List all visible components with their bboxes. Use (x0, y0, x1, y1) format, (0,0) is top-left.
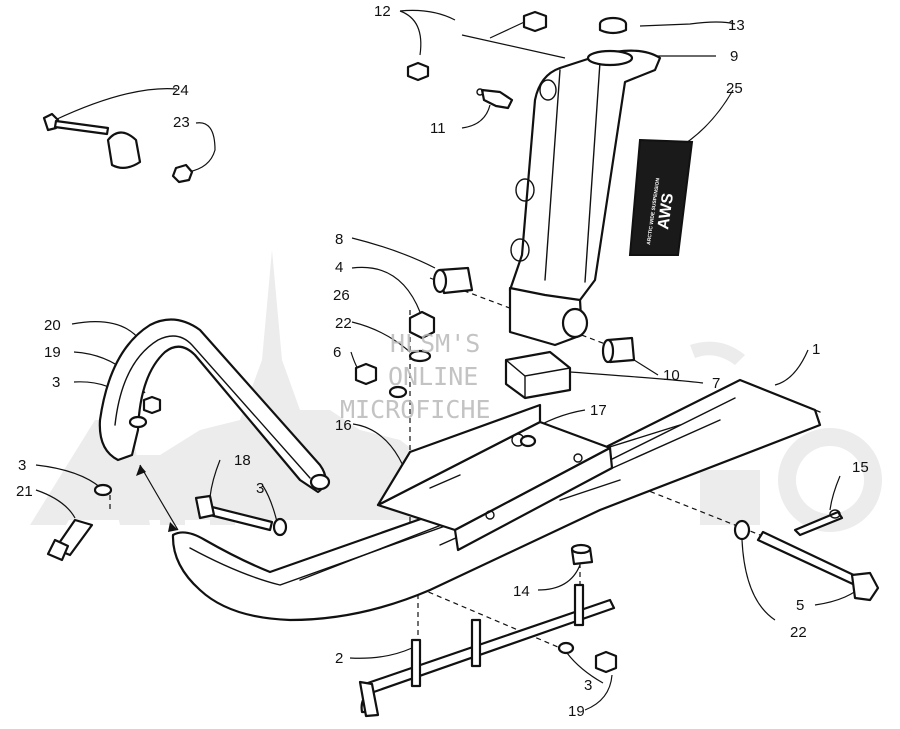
callout-22-left: 22 (335, 315, 352, 332)
bumper-14 (570, 543, 594, 566)
callout-21: 21 (16, 483, 33, 500)
callout-10: 10 (663, 367, 680, 384)
callout-24: 24 (172, 82, 189, 99)
callout-7: 7 (712, 375, 720, 392)
callout-18: 18 (234, 452, 251, 469)
callout-3-bottom: 3 (584, 677, 592, 694)
callout-19-upper-left: 19 (44, 344, 61, 361)
wear-bar-fasteners (557, 641, 618, 674)
callout-3-mid: 3 (256, 480, 264, 497)
direction-arrows (136, 464, 179, 532)
bolt-5 (756, 530, 880, 602)
callout-5: 5 (796, 597, 804, 614)
bushing-10 (601, 336, 636, 364)
callout-6: 6 (333, 344, 341, 361)
bolt-21 (46, 483, 113, 562)
callout-19-bottom: 19 (568, 703, 585, 720)
watermark-line3: MICROFICHE (340, 395, 491, 424)
washer-22 (733, 519, 751, 541)
callout-20: 20 (44, 317, 61, 334)
leader-lines (35, 9, 866, 711)
nut-12 (406, 10, 548, 82)
watermark-skyline (40, 250, 560, 520)
ski-handle (98, 318, 331, 494)
ski-saddle (376, 403, 614, 552)
callout-8: 8 (335, 231, 343, 248)
callout-23: 23 (173, 114, 190, 131)
loop-strap-assembly (42, 112, 194, 184)
decal-text: AWS (655, 192, 677, 231)
damper-block (504, 350, 572, 400)
grease-fitting (476, 88, 514, 110)
watermark-text-group: HLSM'S ONLINE MICROFICHE (340, 329, 491, 424)
callout-9: 9 (730, 48, 738, 65)
bolt-18 (194, 494, 288, 537)
callout-17: 17 (590, 402, 607, 419)
handle-fasteners (128, 395, 162, 429)
bushing-8 (432, 266, 474, 295)
watermark-line1: HLSM'S (390, 329, 480, 358)
callout-13: 13 (728, 17, 745, 34)
callout-26: 26 (333, 287, 350, 304)
callout-3-lower-left: 3 (18, 457, 26, 474)
callout-3-upper-left: 3 (52, 374, 60, 391)
callout-16: 16 (335, 417, 352, 434)
callout-labels: 1 2 3 3 3 3 4 5 6 7 8 9 10 11 12 13 14 1… (16, 3, 869, 720)
watermark-line2: ONLINE (388, 362, 478, 391)
callout-1: 1 (812, 341, 820, 358)
callout-4: 4 (335, 259, 343, 276)
wear-bar (358, 583, 616, 718)
plug (598, 16, 628, 35)
callout-25: 25 (726, 80, 743, 97)
washer-17 (519, 434, 537, 448)
aws-decal: AWS ARCTIC WIDE SUSPENSION (628, 138, 694, 256)
spindle (508, 49, 662, 347)
cotter-pin (793, 509, 844, 537)
callout-15: 15 (852, 459, 869, 476)
callout-12: 12 (374, 3, 391, 20)
callout-14: 14 (513, 583, 530, 600)
callout-2: 2 (335, 650, 343, 667)
callout-11: 11 (430, 120, 446, 137)
hardware-stack (354, 310, 436, 399)
callout-22-right: 22 (790, 624, 807, 641)
